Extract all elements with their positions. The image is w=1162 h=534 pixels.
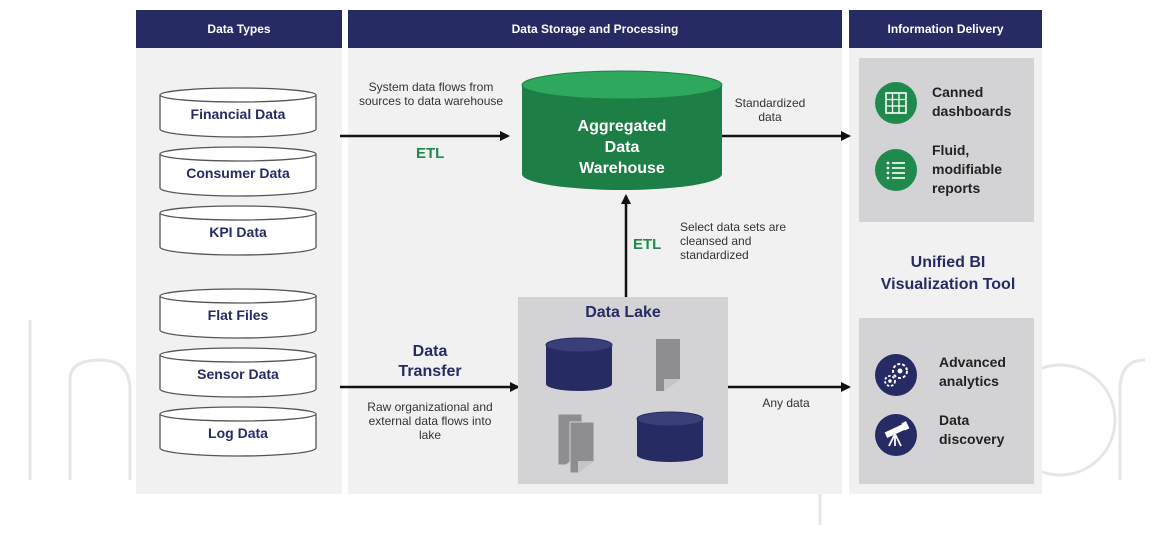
source-financial: Financial Data	[158, 86, 318, 138]
cylinder-icon	[159, 347, 317, 398]
data-warehouse: Aggregated Data Warehouse	[520, 70, 724, 192]
standardized-label: Standardized data	[734, 96, 806, 124]
lake-contents	[545, 337, 704, 474]
delivery-bottom-box	[859, 318, 1034, 484]
gears-icon	[875, 354, 917, 396]
cylinder-icon	[159, 205, 317, 256]
warehouse-label: Aggregated Data Warehouse	[577, 118, 667, 177]
telescope-icon	[875, 414, 917, 456]
database-icon	[545, 337, 613, 391]
database-icon	[636, 411, 704, 462]
header-storage: Data Storage and Processing	[348, 10, 842, 48]
etl-top-label: ETL	[416, 145, 445, 162]
document-icon	[656, 339, 680, 391]
source-sensor: Sensor Data	[158, 346, 318, 398]
source-label: KPI Data	[209, 224, 267, 240]
cylinder-icon	[159, 87, 317, 138]
header-delivery: Information Delivery	[849, 10, 1042, 48]
cylinder-icon	[159, 288, 317, 339]
list-icon	[875, 149, 917, 191]
database-icon	[521, 70, 723, 190]
source-log: Log Data	[158, 405, 318, 457]
header-data-types: Data Types	[136, 10, 342, 48]
any-data-label: Any data	[762, 396, 810, 410]
data-lake-title: Data Lake	[585, 304, 661, 321]
source-label: Flat Files	[207, 307, 269, 323]
unified-tool-title: Unified BI Visualization Tool	[880, 254, 1016, 293]
source-kpi: KPI Data	[158, 204, 318, 256]
data-transfer-description: Raw organizational and external data flo…	[367, 400, 493, 442]
etl-vertical-description: Select data sets are cleansed and standa…	[680, 220, 787, 262]
source-label: Consumer Data	[186, 165, 290, 181]
delivery-item-label: Advanced analytics	[939, 354, 1006, 389]
delivery-item-label: Fluid, modifiable reports	[932, 142, 1003, 196]
delivery-item-label: Data discovery	[939, 412, 1005, 447]
source-label: Financial Data	[190, 106, 286, 122]
data-transfer-title: Data Transfer	[398, 343, 462, 380]
source-label: Sensor Data	[197, 366, 279, 382]
grid-table-icon	[875, 82, 917, 124]
source-consumer: Consumer Data	[158, 145, 318, 197]
documents-icon	[557, 413, 595, 474]
cylinder-icon	[159, 146, 317, 197]
etl-vertical-label: ETL	[633, 236, 662, 253]
source-flat-files: Flat Files	[158, 287, 318, 339]
cylinder-icon	[159, 406, 317, 457]
flow-top-description: System data flows from sources to data w…	[358, 80, 504, 108]
source-label: Log Data	[208, 425, 268, 441]
delivery-item-label: Canned dashboards	[932, 84, 1012, 119]
